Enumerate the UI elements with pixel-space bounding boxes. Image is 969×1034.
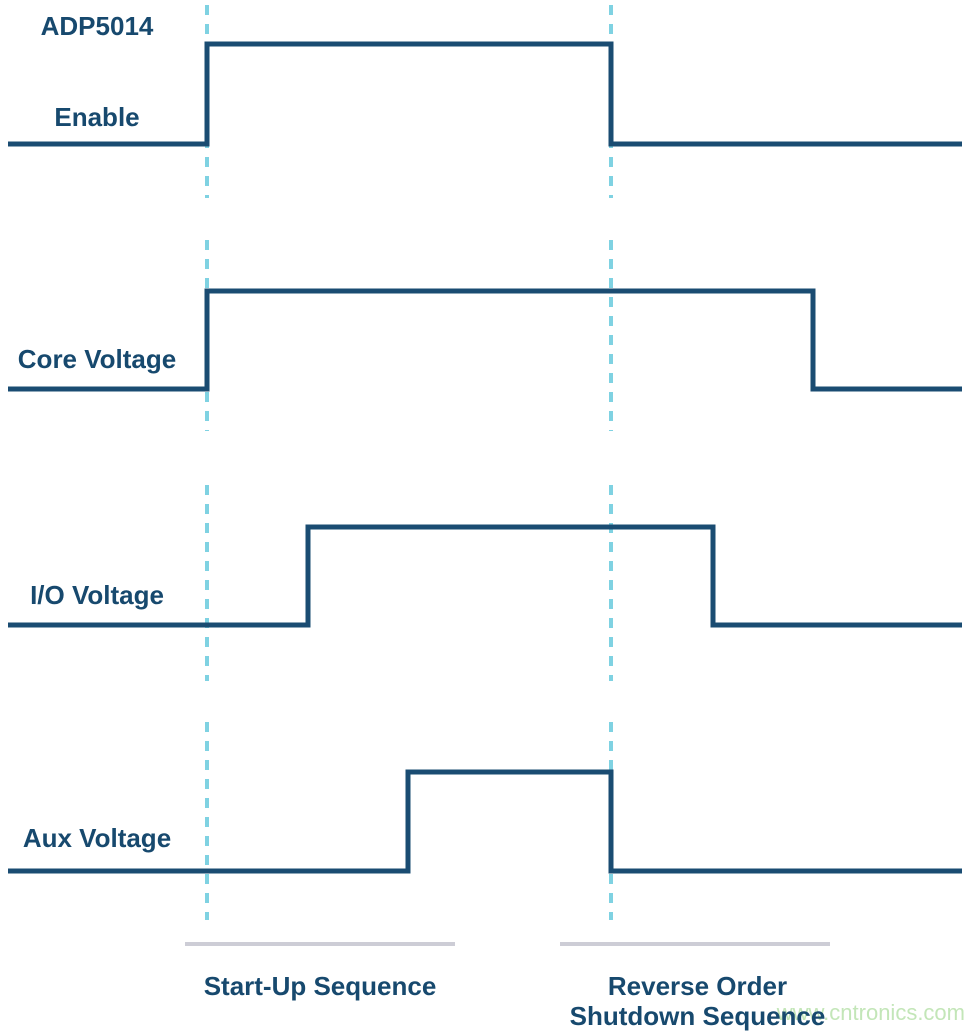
- signal-label-aux-voltage: Aux Voltage: [22, 823, 172, 853]
- shutdown-sequence-label-line2: Shutdown Sequence: [569, 1001, 826, 1031]
- waveform-aux-voltage: [8, 769, 962, 874]
- signal-label-core-voltage: Core Voltage: [17, 344, 177, 374]
- waveform-core-voltage: [8, 288, 962, 392]
- watermark-text: www.cntronics.com: [776, 1000, 965, 1025]
- waveform-enable: [8, 41, 962, 147]
- shutdown-sequence-label-line1: Reverse Order: [607, 971, 788, 1001]
- shutdown-sequence-label: Reverse Order Shutdown Sequence: [540, 971, 855, 1031]
- signal-label-io-voltage: I/O Voltage: [30, 580, 164, 610]
- startup-sequence-label: Start-Up Sequence: [203, 971, 437, 1001]
- waveform-io-voltage: [8, 524, 962, 628]
- chip-title: ADP5014: [40, 11, 154, 41]
- signal-label-enable: Enable: [54, 102, 140, 132]
